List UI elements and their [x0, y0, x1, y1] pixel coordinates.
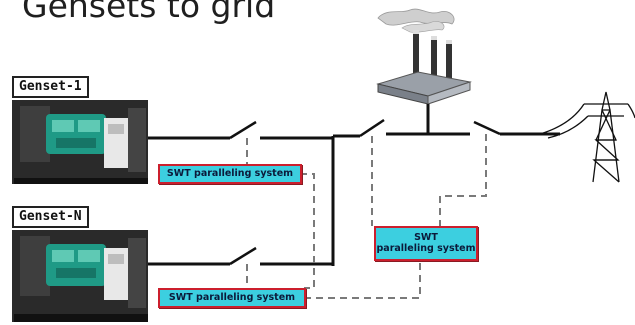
transmission-tower-icon: [539, 91, 635, 183]
swt-paralleling-system-bottom: SWT paralleling system: [158, 288, 306, 308]
swt-middle-line2: paralleling system: [376, 243, 476, 254]
swt-middle-line1: SWT: [414, 232, 438, 243]
breaker-main: [359, 118, 385, 138]
swt-paralleling-system-top: SWT paralleling system: [158, 164, 302, 184]
diagram-title: Gensets to grid: [22, 0, 276, 25]
genset-n-label: Genset-N: [12, 206, 89, 228]
power-lines: [148, 104, 560, 266]
factory-icon: [376, 8, 472, 105]
breaker-switches: [229, 118, 501, 266]
genset-1-generator-icon: [12, 100, 148, 184]
genset-n-generator-icon: [12, 230, 148, 322]
breaker-genset-n: [229, 246, 257, 266]
breaker-grid: [473, 120, 501, 136]
breaker-genset-1: [229, 120, 257, 140]
swt-paralleling-system-middle: SWT paralleling system: [374, 226, 478, 261]
control-lines: [246, 134, 487, 299]
genset-1-label: Genset-1: [12, 76, 89, 98]
